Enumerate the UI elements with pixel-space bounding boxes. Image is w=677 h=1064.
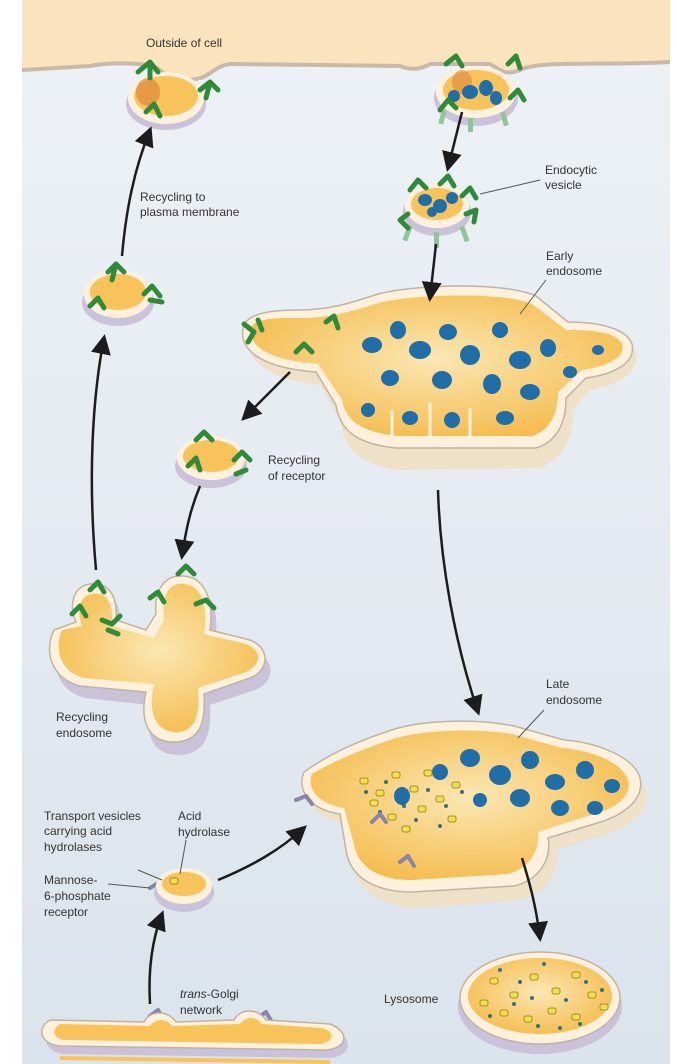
label-late-endosome-line1: Late <box>546 677 570 691</box>
label-endocytic-vesicle-line2: vesicle <box>545 178 582 192</box>
label-lysosome: Lysosome <box>384 992 439 1006</box>
label-transport-vesicles-line2: carrying acid <box>44 824 112 838</box>
lysosome <box>458 952 622 1054</box>
label-transport-vesicles-line3: hydrolases <box>44 840 102 854</box>
transport-vesicle <box>154 868 214 912</box>
label-recycling-to-pm-line1: Recycling to <box>140 190 206 204</box>
label-recycling-endosome-line1: Recycling <box>56 710 108 724</box>
label-early-endosome-line1: Early <box>546 249 573 263</box>
label-early-endosome-line2: endosome <box>546 264 602 278</box>
label-recycling-endosome-line2: endosome <box>56 726 112 740</box>
label-recycling-of-receptor-line1: Recycling <box>268 453 320 467</box>
label-m6p-receptor-line2: 6-phosphate <box>44 889 111 903</box>
label-endocytic-vesicle-line1: Endocytic <box>545 163 597 177</box>
label-acid-hydrolase-line1: Acid <box>178 809 201 823</box>
label-transport-vesicles-line1: Transport vesicles <box>44 809 141 823</box>
label-m6p-receptor-line3: receptor <box>44 905 88 919</box>
label-trans-golgi-line1: trans-Golgi <box>180 987 239 1001</box>
label-recycling-of-receptor-line2: of receptor <box>268 469 325 483</box>
label-trans-golgi-line2: network <box>180 1003 223 1017</box>
cytoplasm-background <box>22 0 670 1064</box>
receptor-recycling-vesicle <box>175 436 247 488</box>
label-trans-golgi-rest: -Golgi <box>207 987 239 1001</box>
plasma-membrane-recycling-vesicle <box>82 270 154 326</box>
label-m6p-receptor-line1: Mannose- <box>44 873 97 887</box>
label-acid-hydrolase-line2: hydrolase <box>178 825 230 839</box>
label-recycling-to-pm-line2: plasma membrane <box>140 205 240 219</box>
label-late-endosome-line2: endosome <box>546 693 602 707</box>
fusing-recycling-vesicle <box>126 72 206 130</box>
label-outside-of-cell: Outside of cell <box>146 36 222 50</box>
label-trans-golgi-italic: trans <box>180 987 207 1001</box>
